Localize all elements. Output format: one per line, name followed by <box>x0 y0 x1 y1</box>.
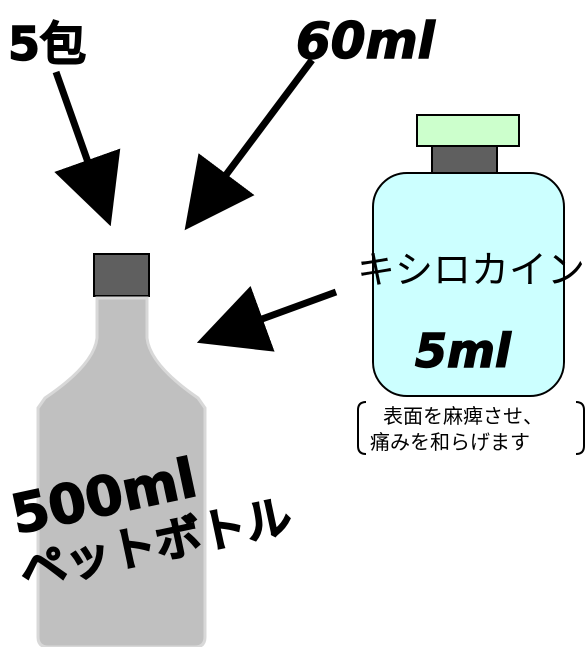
xylocaine-vial <box>372 114 565 397</box>
arrow-water <box>184 57 315 231</box>
note-bracket-left <box>357 401 367 455</box>
note-line-1: 表面を麻痺させ、 <box>383 404 543 428</box>
vial-cap <box>416 114 520 147</box>
arrow-packets <box>52 70 121 227</box>
anesthetic-note: 表面を麻痺させ、 痛みを和らげます <box>357 401 585 455</box>
water-volume-label: 60ml <box>296 12 436 70</box>
note-line-2: 痛みを和らげます <box>370 430 530 454</box>
anesthetic-name-label: キシロカイン <box>357 248 585 292</box>
pet-bottle <box>36 253 207 647</box>
bottle-body <box>36 296 207 647</box>
vial-body <box>372 172 565 397</box>
arrows <box>52 57 338 352</box>
note-bracket-right <box>575 401 585 455</box>
bottle-cap <box>93 253 150 297</box>
vial-neck <box>431 145 498 177</box>
arrow-xylocaine <box>196 285 338 352</box>
anesthetic-volume-label: 5ml <box>415 324 512 378</box>
packets-label: 5包 <box>8 17 86 71</box>
